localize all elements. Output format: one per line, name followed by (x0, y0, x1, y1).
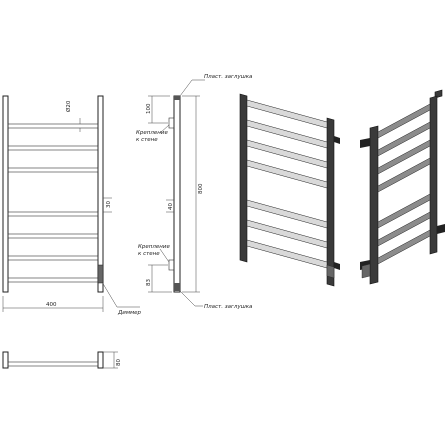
top-view: 80 (2, 351, 122, 369)
front-right-post (97, 95, 104, 293)
top-offset-label: 100 (146, 103, 152, 114)
mount-top-label-2: к стене (136, 137, 158, 143)
iso-view-back (360, 89, 445, 285)
side-view: Пласт. заглушка Пласт. заглушка Креплени… (136, 74, 253, 310)
bar-gap-label: 30 (106, 201, 112, 208)
diameter-label: Ø20 (65, 100, 72, 112)
mount-top-label-1: Крепление (136, 130, 168, 136)
side-top-mount (168, 117, 175, 129)
bottom-offset-label: 83 (146, 279, 152, 286)
dimmer-label: Диммер (117, 310, 142, 316)
top-view-right-end (97, 351, 104, 369)
front-left-post (2, 95, 9, 293)
front-rungs (7, 123, 99, 283)
side-post (173, 95, 181, 293)
plug-top-label: Пласт. заглушка (204, 74, 253, 80)
width-label: 400 (46, 302, 57, 308)
mount-bottom-label-2: к стене (138, 251, 160, 257)
mid-side-label: 40 (168, 203, 174, 210)
plug-bottom-label: Пласт. заглушка (204, 304, 253, 310)
iso-view-front (239, 93, 340, 287)
top-view-rung (7, 361, 99, 367)
height-label: 800 (198, 183, 204, 194)
side-bottom-mount (168, 259, 175, 271)
top-view-left-end (2, 351, 9, 369)
front-view: Ø20 30 400 Диммер (2, 95, 142, 316)
side-bottom-plug (174, 283, 180, 291)
dimmer-box (97, 264, 104, 284)
depth-label: 80 (116, 359, 122, 366)
mount-bottom-label-1: Крепление (138, 244, 170, 250)
side-top-plug (174, 96, 180, 100)
